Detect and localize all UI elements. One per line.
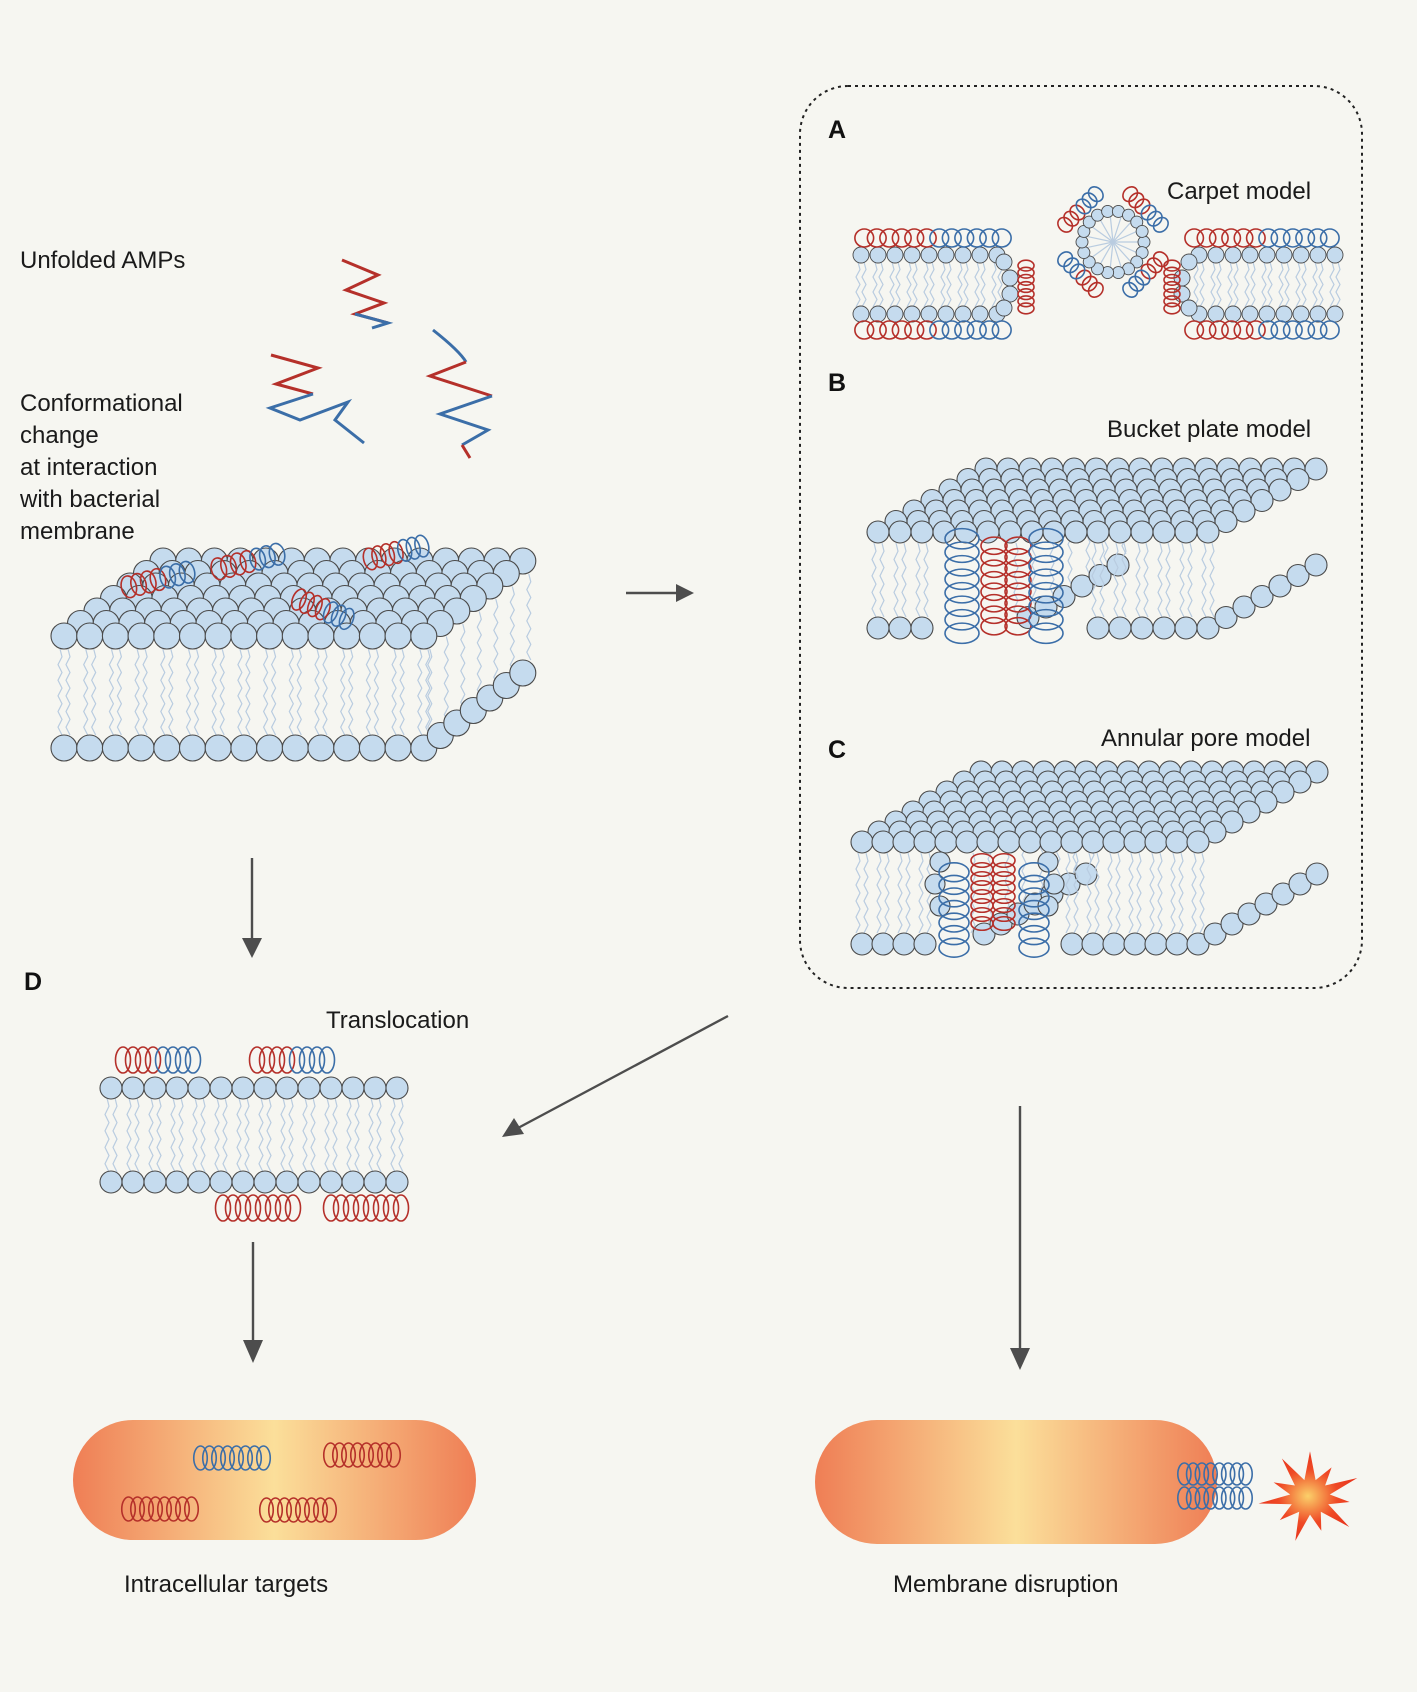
arrow-down-to-targets bbox=[243, 1242, 263, 1363]
bacterial-membrane-bilayer bbox=[50, 534, 537, 762]
panel-b-letter: B bbox=[828, 369, 846, 397]
membrane-disruption-label: Membrane disruption bbox=[893, 1571, 1118, 1598]
membrane-burst-icon bbox=[1258, 1451, 1358, 1541]
intracellular-peptides bbox=[120, 1442, 402, 1523]
translocation-diagram bbox=[99, 1046, 410, 1222]
unfolded-peptides bbox=[265, 258, 493, 459]
conformational-change-label: Conformational change at interaction wit… bbox=[19, 390, 189, 545]
bacterium-disrupted bbox=[815, 1420, 1217, 1544]
intracellular-targets-label: Intracellular targets bbox=[124, 1571, 328, 1598]
annular-pore-model-diagram bbox=[850, 760, 1329, 958]
bucket-plate-model-diagram bbox=[866, 457, 1328, 645]
panel-a-letter: A bbox=[828, 116, 846, 144]
bacterium-intracellular bbox=[73, 1420, 476, 1540]
translocation-title: Translocation bbox=[326, 1007, 469, 1034]
carpet-model-title: Carpet model bbox=[1167, 178, 1311, 205]
arrow-down-to-translocation bbox=[242, 858, 262, 958]
models-panel-frame bbox=[799, 85, 1363, 989]
panel-d-letter: D bbox=[24, 968, 42, 996]
arrow-models-to-translocation bbox=[502, 1014, 729, 1137]
arrow-down-to-disruption bbox=[1010, 1106, 1030, 1370]
disruption-peptides bbox=[1177, 1462, 1253, 1510]
bucket-plate-model-title: Bucket plate model bbox=[1107, 416, 1311, 443]
arrow-right-to-models bbox=[626, 584, 694, 602]
annular-pore-model-title: Annular pore model bbox=[1101, 725, 1310, 752]
carpet-model-diagram bbox=[852, 186, 1344, 340]
unfolded-amps-label: Unfolded AMPs bbox=[20, 247, 185, 274]
panel-c-letter: C bbox=[828, 736, 846, 764]
